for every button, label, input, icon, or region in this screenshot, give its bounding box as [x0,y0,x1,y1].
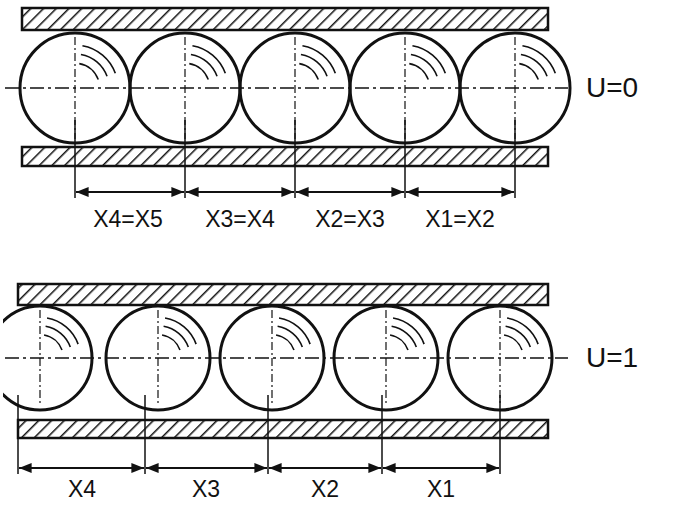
ball-shading [504,335,522,350]
ball-shading [301,54,327,76]
ball-axis [271,310,272,406]
ball [3,306,92,410]
extension-line [294,120,296,198]
ball-shading [507,318,538,344]
dimension-line [296,191,404,193]
extension-line [514,120,516,198]
ball-shading [82,46,115,74]
ball-shading [46,326,71,347]
dimension-line [269,467,381,469]
dimension-label: X4 [66,477,98,502]
dimension-label: X1=X2 [423,207,497,232]
ball-shading [392,326,417,347]
dimension-label: X4=X5 [91,207,165,232]
dimension-line [146,467,267,469]
ball-shading [278,326,303,347]
extension-line [267,395,269,474]
extension-line [144,395,146,474]
dimension-label: X2 [309,477,341,502]
ball-shading [409,64,428,80]
ball-shading [79,64,98,80]
dimension-line [19,467,144,469]
ball-shading [44,335,62,350]
ball [334,306,438,410]
hatched-plate [18,284,548,305]
dimension-line [406,191,514,193]
dimension-label: X3 [190,477,222,502]
ball-shading [276,335,294,350]
center-line [5,357,568,359]
ball-axis [157,310,158,406]
ball [220,306,324,410]
dimension-line [383,467,499,469]
ball-axis [385,310,386,406]
ball-shading [390,335,408,350]
ball [106,306,210,410]
ball-shading [162,335,180,350]
state-label: U=0 [584,73,640,104]
ball-shading [302,46,335,74]
dimension-line [186,191,294,193]
ball-shading [164,326,189,347]
ball-axis [499,310,500,406]
ball-axis [39,310,40,406]
extension-line [381,395,383,474]
ball-shading [81,54,107,76]
ball-shading [506,326,531,347]
ball-shading [191,54,217,76]
extension-line [184,120,186,198]
ball-shading [47,318,78,344]
ball-shading [521,54,547,76]
state-label: U=1 [584,343,640,374]
extension-line [499,395,501,474]
extension-line [404,120,406,198]
center-line [5,87,568,89]
extension-line [17,395,19,474]
hatched-plate [22,147,548,166]
ball-shading [411,54,437,76]
dimension-label: X2=X3 [313,207,387,232]
ball-shading [192,46,225,74]
dimension-label: X3=X4 [203,207,277,232]
ball-shading [412,46,445,74]
dimension-label: X1 [425,477,457,502]
ball-shading [522,46,555,74]
extension-line [74,120,76,198]
ball-shading [189,64,208,80]
ball-shading [519,64,538,80]
hatched-plate [18,420,548,438]
dimension-line [76,191,184,193]
hatched-plate [22,8,548,30]
ball-shading [299,64,318,80]
ball [448,306,552,410]
ball-shading [393,318,424,344]
ball-shading [165,318,196,344]
ball-shading [279,318,310,344]
